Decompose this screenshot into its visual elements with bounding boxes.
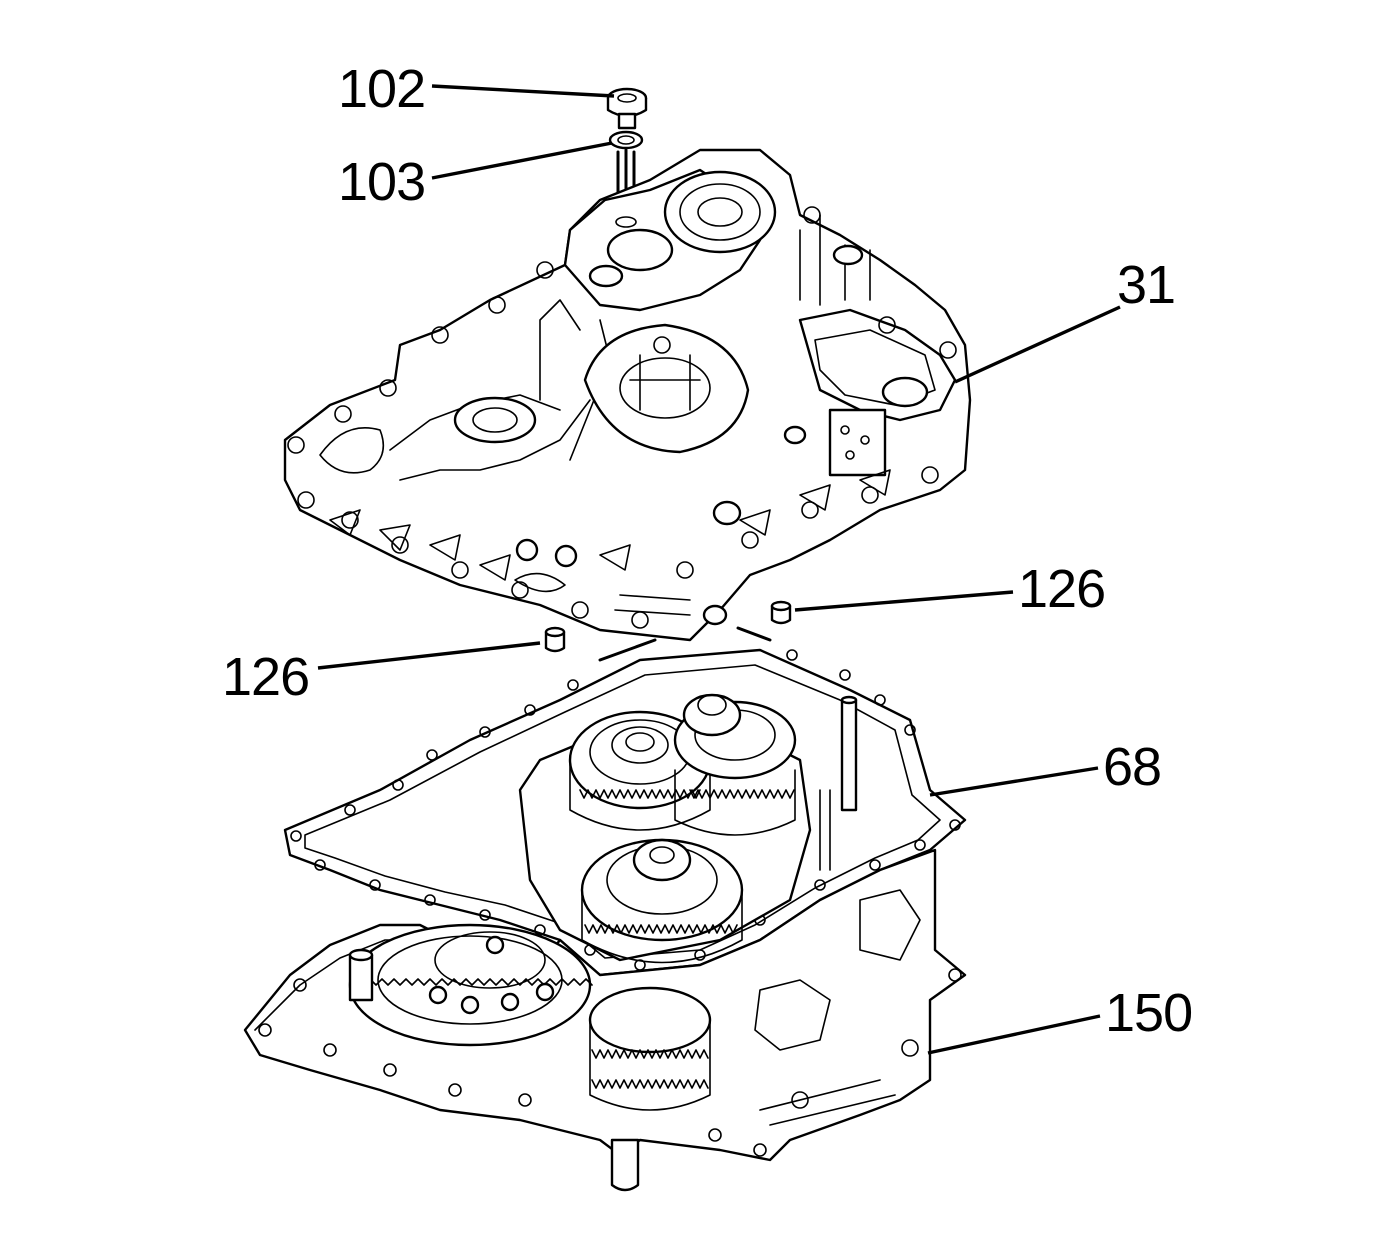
dowel-pin-126-left xyxy=(544,626,566,653)
callout-31: 31 xyxy=(1117,255,1176,315)
leader-126-right xyxy=(794,590,1014,612)
gear-train xyxy=(518,693,858,964)
leader-126-left xyxy=(317,641,541,670)
callout-126-right: 126 xyxy=(1018,559,1106,619)
callout-68: 68 xyxy=(1103,737,1162,797)
leader-102 xyxy=(431,84,615,98)
transmission-case-lower xyxy=(243,848,967,1192)
leader-31 xyxy=(954,305,1121,384)
callout-126-left: 126 xyxy=(222,647,310,707)
callout-102: 102 xyxy=(338,59,426,119)
transmission-case-upper xyxy=(283,148,972,642)
leader-103 xyxy=(431,141,613,180)
bolt-102 xyxy=(606,87,648,130)
washer-103 xyxy=(608,130,644,150)
leader-lines xyxy=(317,84,1121,1055)
leader-68 xyxy=(929,766,1099,797)
dowel-pin-126-right xyxy=(770,600,792,625)
leader-150 xyxy=(927,1014,1101,1055)
callout-150: 150 xyxy=(1105,983,1193,1043)
callout-103: 103 xyxy=(338,152,426,212)
